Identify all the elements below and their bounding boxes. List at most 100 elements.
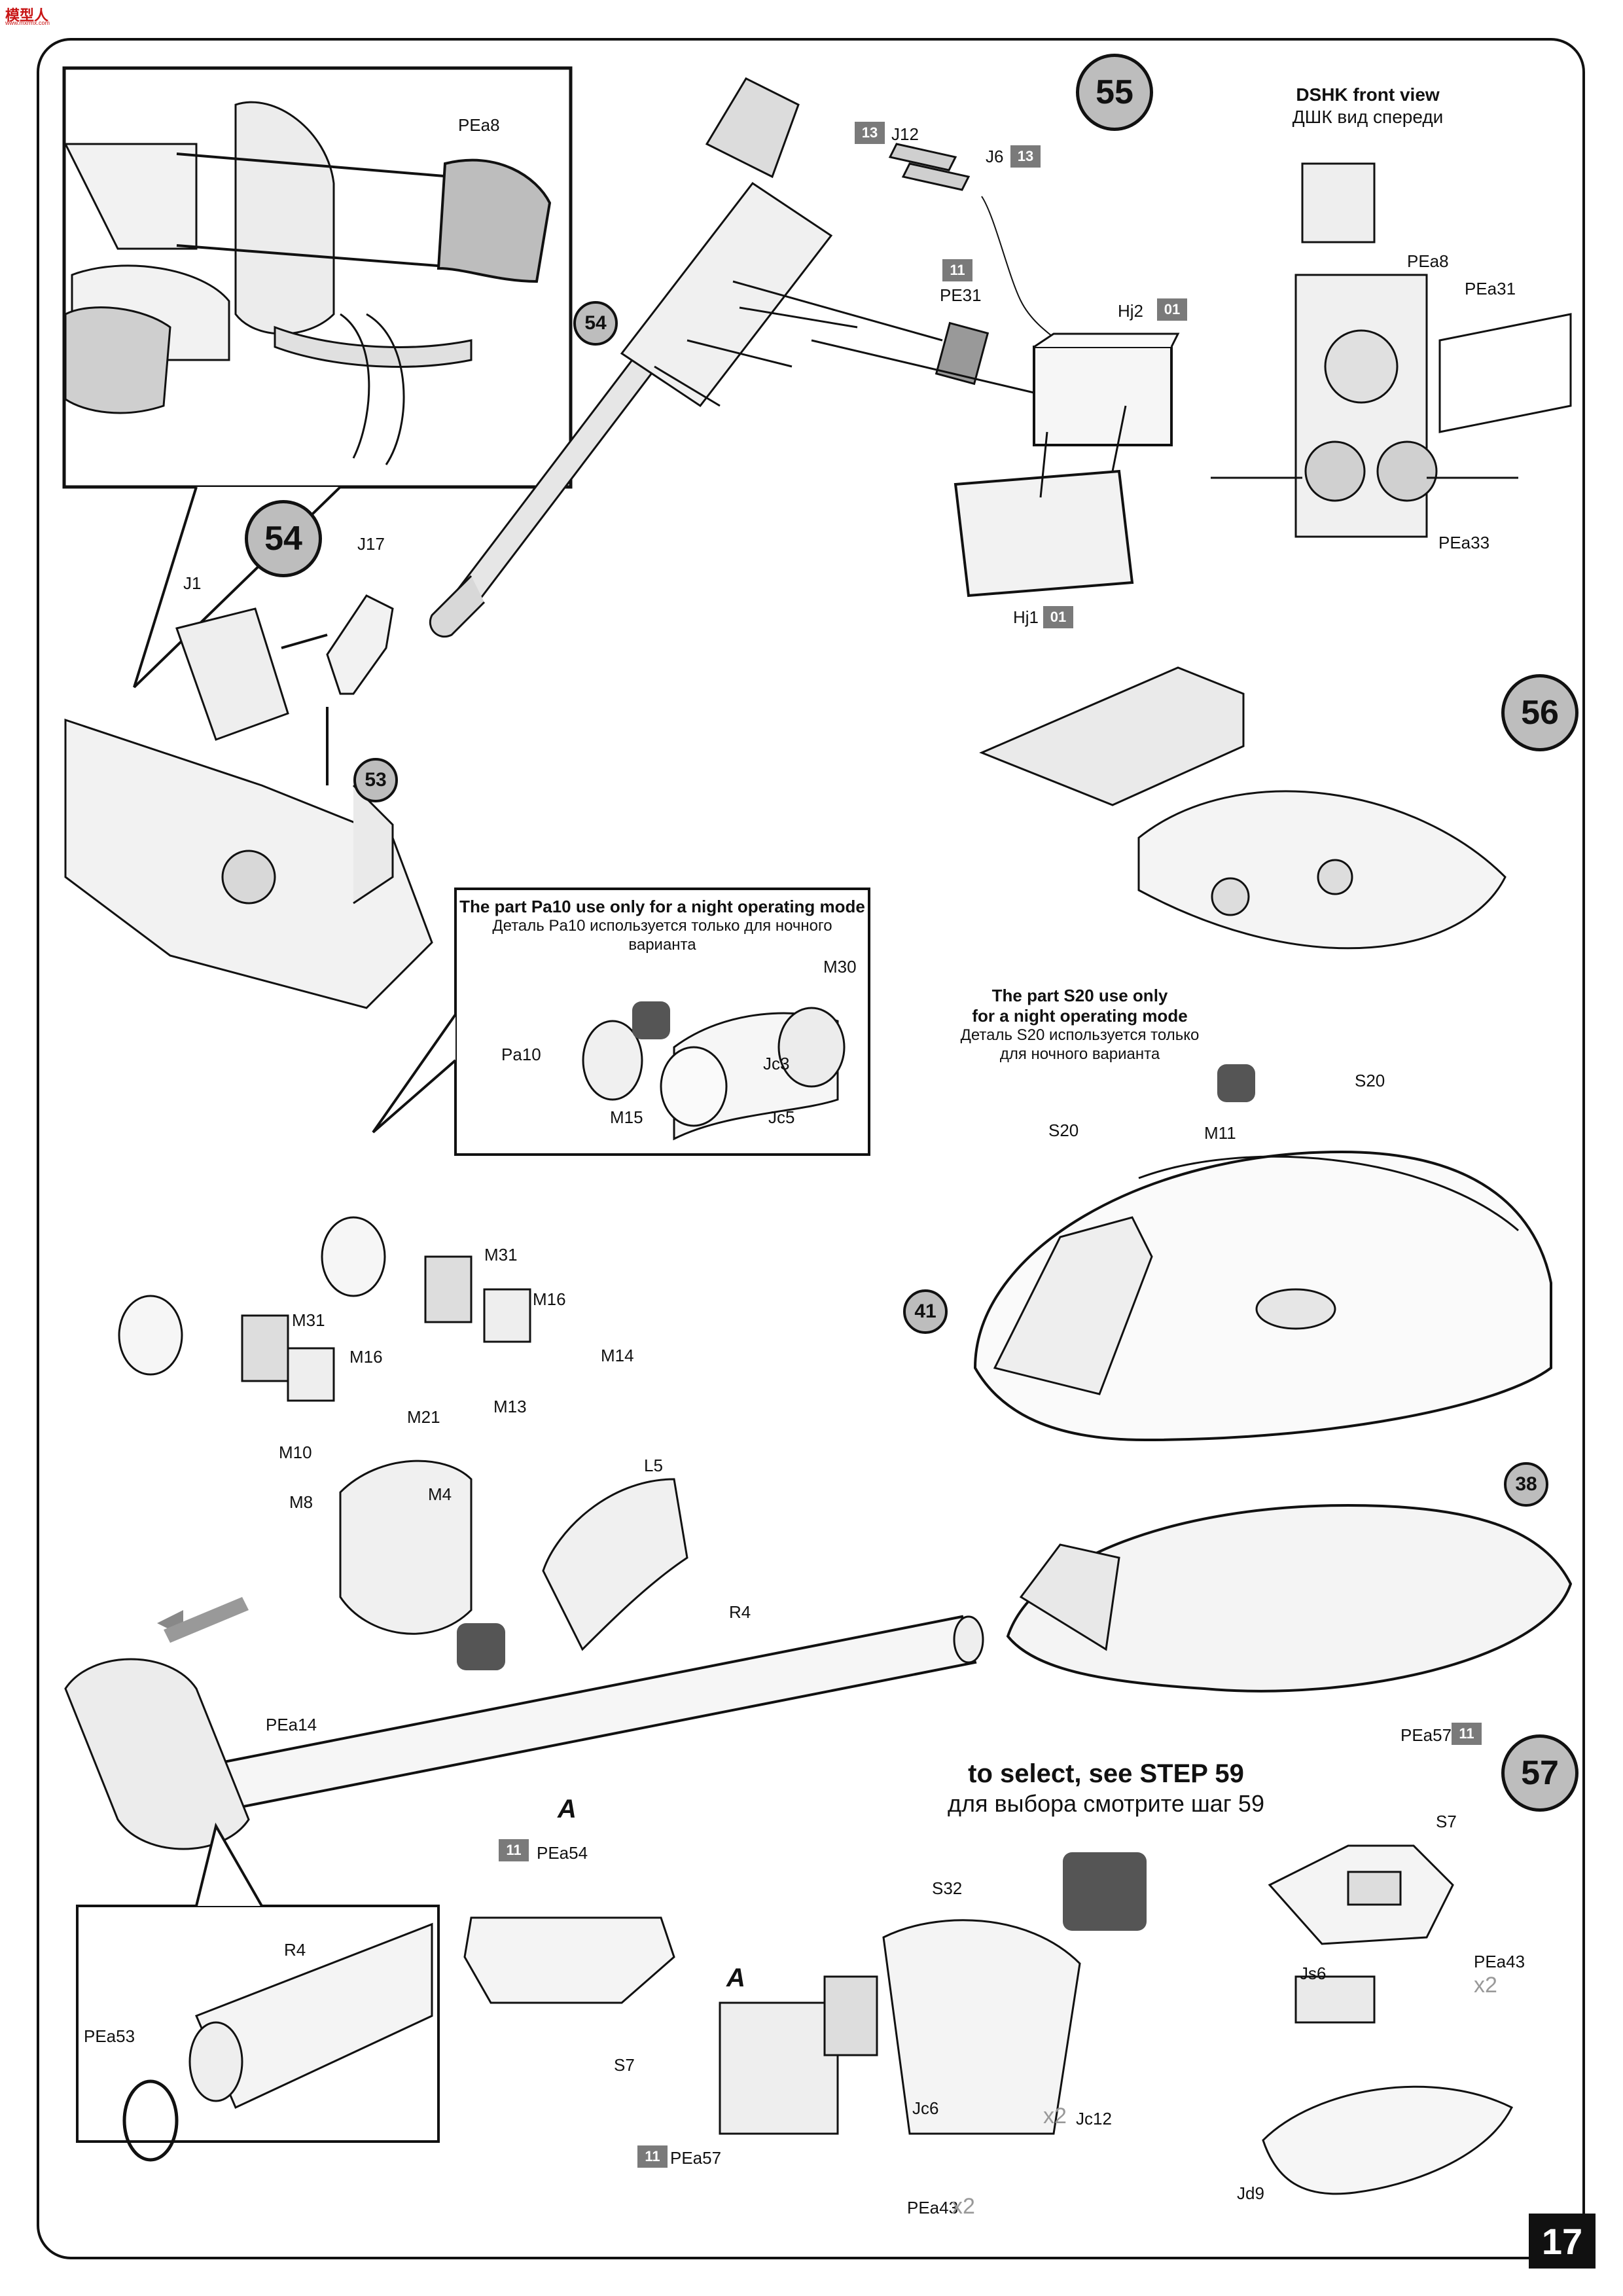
subassembly-ref-54: 54 xyxy=(573,301,618,346)
sprue-ref-pea54: 11 xyxy=(499,1839,529,1861)
part-label-pea33: PEa33 xyxy=(1438,533,1490,552)
part-label-l5: L5 xyxy=(644,1456,663,1475)
part-label-j1: J1 xyxy=(183,573,202,593)
select-note-en: to select, see STEP 59 xyxy=(968,1759,1244,1788)
s20-note-en1: The part S20 use only xyxy=(991,986,1168,1005)
part-label-jc3: Jc3 xyxy=(763,1054,790,1073)
multiplier-jc12: x2 xyxy=(1043,2104,1067,2128)
alt-select-icon-mid xyxy=(457,1623,505,1670)
part-label-js6: Js6 xyxy=(1300,1964,1327,1983)
dshk-title-ru: ДШК вид спереди xyxy=(1292,106,1444,127)
part-label-r4-a: R4 xyxy=(729,1602,751,1622)
barrel-and-mantlet xyxy=(64,1216,984,1850)
part-label-m8: M8 xyxy=(289,1492,313,1512)
sprue-ref-j6: 13 xyxy=(1010,145,1041,168)
inset-gun-mount xyxy=(62,66,573,689)
page-frame xyxy=(37,38,1585,2259)
sprue-ref-j12: 13 xyxy=(855,122,885,144)
subassembly-ref-53: 53 xyxy=(353,758,398,802)
step-55: 55 xyxy=(1076,54,1153,131)
part-label-j6: J6 xyxy=(986,147,1004,166)
part-label-s20-a: S20 xyxy=(1355,1071,1385,1090)
sprue-ref-hj1: 01 xyxy=(1043,606,1073,628)
part-label-pea57-a: PEa57 xyxy=(670,2148,722,2168)
part-label-m15: M15 xyxy=(610,1107,643,1127)
part-label-jd9: Jd9 xyxy=(1237,2183,1264,2203)
turret-lower-shell xyxy=(1006,1503,1573,1693)
alt-select-icon-large xyxy=(1063,1852,1147,1931)
part-label-m16-a: M16 xyxy=(533,1289,566,1309)
sprue-ref-pe31: 11 xyxy=(942,259,972,281)
part-label-pea43-a: PEa43 xyxy=(907,2198,959,2217)
part-label-a-a: A xyxy=(558,1795,577,1823)
s20-note-ru2: для ночного варианта xyxy=(999,1045,1160,1064)
pa10-note: The part Pa10 use only for a night opera… xyxy=(458,897,866,955)
part-label-m10: M10 xyxy=(279,1443,312,1462)
alt-select-icon-s20 xyxy=(1217,1064,1255,1102)
part-label-r4-b: R4 xyxy=(284,1940,306,1960)
part-label-pea53: PEa53 xyxy=(84,2026,135,2046)
part-label-jc5: Jc5 xyxy=(768,1107,795,1127)
part-label-hj1: Hj1 xyxy=(1013,607,1039,627)
part-label-m11: M11 xyxy=(1204,1123,1236,1143)
dshk-title-en: DSHK front view xyxy=(1296,84,1440,105)
watermark-url: www.mxrmx.com xyxy=(5,20,50,26)
s20-note: The part S20 use only for a night operat… xyxy=(929,986,1230,1064)
step-57: 57 xyxy=(1501,1734,1578,1812)
pa10-note-ru: Деталь Pa10 используется только для ночн… xyxy=(492,917,832,954)
sprue-ref-hj2: 01 xyxy=(1157,298,1187,321)
dshk-front-view xyxy=(1211,162,1572,538)
inset-barrel-end xyxy=(76,1822,440,2162)
part-label-m21: M21 xyxy=(407,1407,440,1427)
watermark-logo: 模型人 xyxy=(5,7,49,24)
part-label-hj2: Hj2 xyxy=(1118,301,1144,321)
part-label-m4: M4 xyxy=(428,1484,452,1504)
select-note-ru: для выбора смотрите шаг 59 xyxy=(948,1790,1264,1817)
sprue-ref-pea57-a: 11 xyxy=(637,2145,668,2168)
part-label-m31-a: M31 xyxy=(484,1245,518,1265)
part-label-s32: S32 xyxy=(932,1878,963,1898)
subassembly-ref-41: 41 xyxy=(903,1289,948,1334)
part-label-m13: M13 xyxy=(493,1397,527,1416)
part-label-pea54: PEa54 xyxy=(537,1843,588,1863)
part-label-j12: J12 xyxy=(891,124,919,144)
part-label-m14: M14 xyxy=(601,1346,634,1365)
part-label-pea57-b: PEa57 xyxy=(1400,1725,1452,1745)
page-number: 17 xyxy=(1529,2214,1596,2269)
part-label-jc12: Jc12 xyxy=(1076,2109,1112,2128)
part-label-pea8-inset: PEa8 xyxy=(458,115,500,135)
step-56: 56 xyxy=(1501,674,1578,751)
step-54: 54 xyxy=(245,500,322,577)
s20-note-en2: for a night operating mode xyxy=(972,1006,1188,1026)
turret-top-step56 xyxy=(979,666,1507,950)
part-label-pea14: PEa14 xyxy=(266,1715,317,1734)
gun-body-step54 xyxy=(64,707,433,1009)
dshk-front-view-note: DSHK front view ДШК вид спереди xyxy=(1263,84,1472,128)
subassembly-ref-38: 38 xyxy=(1504,1462,1548,1507)
vision-block-step57 xyxy=(1262,1844,1514,2195)
alternate-a-parts xyxy=(463,1916,1081,2135)
part-label-jc6: Jc6 xyxy=(912,2098,939,2118)
s20-note-ru1: Деталь S20 используется только xyxy=(960,1026,1200,1045)
alt-select-icon-small xyxy=(632,1001,670,1039)
part-label-pea31: PEa31 xyxy=(1465,279,1516,298)
turret-upper-shell xyxy=(973,1150,1552,1442)
part-label-pea8-front: PEa8 xyxy=(1407,251,1449,271)
multiplier-pea43-b: x2 xyxy=(1474,1973,1497,1998)
part-label-s7-b: S7 xyxy=(1436,1812,1457,1831)
part-label-m31-b: M31 xyxy=(292,1310,325,1330)
part-label-m30: M30 xyxy=(823,957,857,977)
cover-and-sight-parts xyxy=(175,594,394,741)
part-label-pea43-b: PEa43 xyxy=(1474,1952,1525,1971)
part-label-j17: J17 xyxy=(357,534,385,554)
select-note: to select, see STEP 59 для выбора смотри… xyxy=(929,1758,1283,1818)
part-label-pe31: PE31 xyxy=(940,285,982,305)
sprue-ref-pea57-b: 11 xyxy=(1452,1723,1482,1745)
part-label-m16-b: M16 xyxy=(349,1347,383,1367)
part-label-a-b: A xyxy=(726,1964,745,1992)
part-label-s7-a: S7 xyxy=(614,2055,635,2075)
part-label-s20-b: S20 xyxy=(1048,1121,1079,1140)
part-label-pa10: Pa10 xyxy=(501,1045,541,1064)
